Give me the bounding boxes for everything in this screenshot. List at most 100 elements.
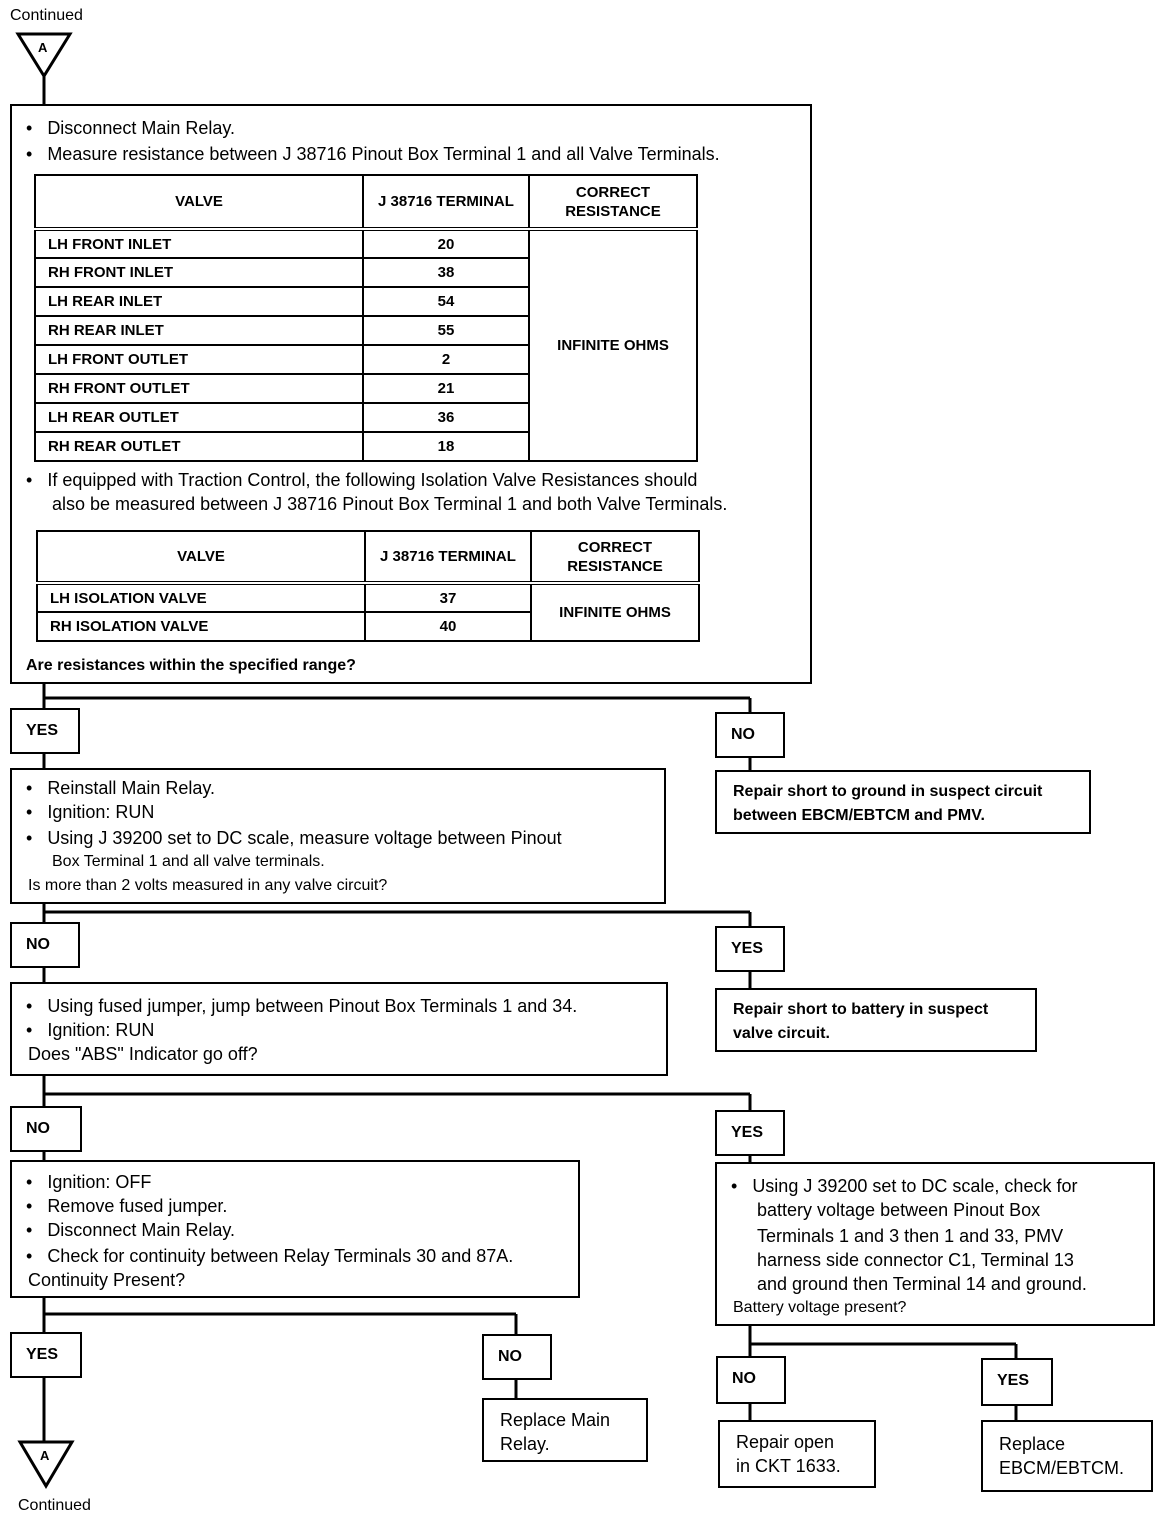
step3-no-box: NO: [10, 1106, 82, 1152]
connector-top-triangle: [15, 32, 73, 79]
no-label: NO: [26, 1120, 50, 1137]
step4-bullet-3: • Disconnect Main Relay.: [26, 1220, 236, 1240]
table1-terminal: 20: [362, 228, 530, 259]
step5-no-box: NO: [716, 1356, 786, 1404]
step1-bullet-1: • Disconnect Main Relay.: [26, 118, 236, 138]
no-label: NO: [26, 936, 50, 953]
no-label: NO: [498, 1348, 522, 1365]
table1-header-valve: VALVE: [34, 174, 364, 231]
replace-ebcm-line-1: Replace: [999, 1434, 1066, 1454]
table1-valve: LH FRONT INLET: [34, 228, 364, 259]
no-label: NO: [731, 726, 755, 743]
repair-open-line-1: Repair open: [736, 1432, 835, 1452]
step4-bullet-4: • Check for continuity between Relay Ter…: [26, 1246, 514, 1266]
replace-ebcm-line-2: EBCM/EBTCM.: [999, 1458, 1125, 1478]
table1-header-resistance: CORRECT RESISTANCE: [528, 174, 698, 231]
replace-relay-line-1: Replace Main: [500, 1410, 611, 1430]
table2-valve: RH ISOLATION VALVE: [36, 611, 366, 642]
step3-question: Does "ABS" Indicator go off?: [28, 1044, 258, 1064]
repair-ground-box: Repair short to ground in suspect circui…: [715, 770, 1091, 834]
table1-terminal: 38: [362, 257, 530, 288]
table1-valve: LH REAR OUTLET: [34, 402, 364, 433]
step1-note-line-2: also be measured between J 38716 Pinout …: [52, 494, 728, 514]
step1-question: Are resistances within the specified ran…: [26, 657, 356, 674]
table1-terminal: 21: [362, 373, 530, 404]
table1-terminal: 54: [362, 286, 530, 317]
step4-question: Continuity Present?: [28, 1270, 186, 1290]
step4-bullet-2: • Remove fused jumper.: [26, 1196, 228, 1216]
connector-bottom-triangle: [17, 1440, 75, 1489]
yes-label: YES: [731, 940, 764, 957]
replace-relay-box: Replace Main Relay.: [482, 1398, 648, 1462]
step3-bullet-1: • Using fused jumper, jump between Pinou…: [26, 996, 578, 1016]
repair-open-line-2: in CKT 1633.: [736, 1456, 841, 1476]
step2-bullet-3: • Using J 39200 set to DC scale, measure…: [26, 828, 562, 848]
step1-yes-box: YES: [10, 708, 80, 754]
table1-valve: RH FRONT INLET: [34, 257, 364, 288]
step3-box: • Using fused jumper, jump between Pinou…: [10, 982, 668, 1076]
yes-label: YES: [731, 1124, 764, 1141]
table1-header-terminal: J 38716 TERMINAL: [362, 174, 530, 231]
step5-line-2: battery voltage between Pinout Box: [757, 1200, 1041, 1220]
step1-bullet-2: • Measure resistance between J 38716 Pin…: [26, 144, 720, 164]
table2-header-valve: VALVE: [36, 530, 366, 585]
no-label: NO: [732, 1370, 756, 1387]
replace-ebcm-box: Replace EBCM/EBTCM.: [981, 1420, 1153, 1492]
step1-note-line-1: • If equipped with Traction Control, the…: [26, 470, 698, 490]
step2-bullet-1: • Reinstall Main Relay.: [26, 778, 216, 798]
step3-bullet-2: • Ignition: RUN: [26, 1020, 155, 1040]
step5-line-3: Terminals 1 and 3 then 1 and 33, PMV: [757, 1226, 1064, 1246]
continued-top-label: Continued: [10, 7, 83, 24]
repair-open-box: Repair open in CKT 1633.: [718, 1420, 876, 1488]
step3-yes-box: YES: [715, 1110, 785, 1156]
table1-valve: RH REAR INLET: [34, 315, 364, 346]
step4-bullet-1: • Ignition: OFF: [26, 1172, 152, 1192]
repair-battery-line-1: Repair short to battery in suspect: [733, 1001, 989, 1018]
table1-valve: RH FRONT OUTLET: [34, 373, 364, 404]
step2-question: Is more than 2 volts measured in any val…: [28, 877, 388, 894]
repair-battery-box: Repair short to battery in suspect valve…: [715, 988, 1037, 1052]
step1-no-box: NO: [715, 712, 785, 758]
step4-yes-box: YES: [10, 1332, 82, 1378]
step5-line-4: harness side connector C1, Terminal 13: [757, 1250, 1074, 1270]
table1-terminal: 2: [362, 344, 530, 375]
table2-resistance: INFINITE OHMS: [530, 582, 700, 642]
repair-battery-line-2: valve circuit.: [733, 1025, 830, 1042]
continued-bottom-label: Continued: [18, 1497, 91, 1514]
step4-no-box: NO: [482, 1334, 552, 1380]
table1-resistance: INFINITE OHMS: [528, 228, 698, 462]
table2-terminal: 40: [364, 611, 532, 642]
table2-valve: LH ISOLATION VALVE: [36, 582, 366, 613]
step2-no-box: NO: [10, 922, 80, 968]
step2-yes-box: YES: [715, 926, 785, 972]
step5-line-5: and ground then Terminal 14 and ground.: [757, 1274, 1087, 1294]
repair-ground-line-1: Repair short to ground in suspect circui…: [733, 783, 1043, 800]
step5-yes-box: YES: [981, 1358, 1053, 1406]
step5-box: • Using J 39200 set to DC scale, check f…: [715, 1162, 1155, 1326]
step5-line-1: • Using J 39200 set to DC scale, check f…: [731, 1176, 1078, 1196]
table1-terminal: 18: [362, 431, 530, 462]
connector-top-label: A: [38, 40, 48, 55]
replace-relay-line-2: Relay.: [500, 1434, 550, 1454]
table1-terminal: 55: [362, 315, 530, 346]
table1-valve: RH REAR OUTLET: [34, 431, 364, 462]
table1-valve: LH REAR INLET: [34, 286, 364, 317]
step1-box: • Disconnect Main Relay. • Measure resis…: [10, 104, 812, 684]
yes-label: YES: [26, 722, 59, 739]
step2-bullet-2: • Ignition: RUN: [26, 802, 155, 822]
yes-label: YES: [997, 1372, 1030, 1389]
table2-terminal: 37: [364, 582, 532, 613]
step5-question: Battery voltage present?: [733, 1299, 907, 1316]
valve-resistance-table: VALVE J 38716 TERMINAL CORRECT RESISTANC…: [34, 174, 698, 462]
table2-header-terminal: J 38716 TERMINAL: [364, 530, 532, 585]
table1-valve: LH FRONT OUTLET: [34, 344, 364, 375]
step2-bullet-3-cont: Box Terminal 1 and all valve terminals.: [52, 853, 325, 870]
step4-box: • Ignition: OFF • Remove fused jumper. •…: [10, 1160, 580, 1298]
table2-header-resistance: CORRECT RESISTANCE: [530, 530, 700, 585]
table1-terminal: 36: [362, 402, 530, 433]
repair-ground-line-2: between EBCM/EBTCM and PMV.: [733, 807, 985, 824]
step2-box: • Reinstall Main Relay. • Ignition: RUN …: [10, 768, 666, 904]
yes-label: YES: [26, 1346, 59, 1363]
isolation-valve-table: VALVE J 38716 TERMINAL CORRECT RESISTANC…: [36, 530, 700, 642]
